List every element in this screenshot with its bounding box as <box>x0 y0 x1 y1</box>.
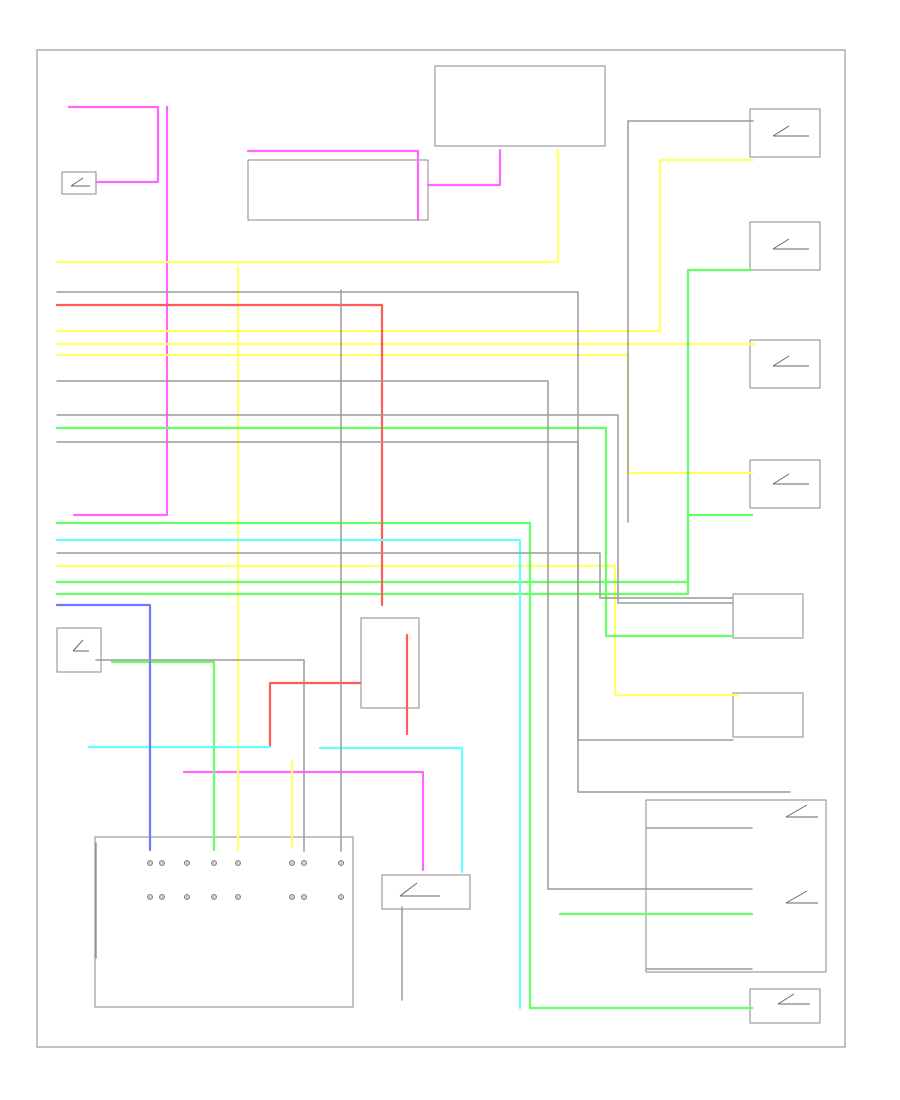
connector-dot-1 <box>147 860 153 866</box>
pink-wire-4 <box>426 148 502 187</box>
sensor-box-1 <box>749 108 821 158</box>
yellow-wire-4 <box>55 353 754 475</box>
gray-wire-6 <box>95 659 305 852</box>
sensor-box-5 <box>732 593 804 639</box>
top-control-module-group <box>56 65 606 1008</box>
connector-dot-12 <box>211 894 217 900</box>
switch-symbol-3 <box>772 355 809 367</box>
center-relay-box <box>360 617 420 709</box>
gray-wire-2 <box>56 380 753 890</box>
bottom-center-switch-box <box>381 874 471 910</box>
connector-dot-13 <box>235 894 241 900</box>
sensor-box-6 <box>732 692 804 738</box>
switch-symbol-10 <box>70 177 90 187</box>
connector-dot-8 <box>338 860 344 866</box>
gray-wire-5 <box>56 552 734 599</box>
switch-symbol-8 <box>399 882 440 897</box>
connector-dot-9 <box>147 894 153 900</box>
switch-symbol-9 <box>72 639 89 652</box>
connector-dot-5 <box>235 860 241 866</box>
switch-symbol-7 <box>777 993 810 1005</box>
switch-symbol-2 <box>772 238 809 250</box>
cyan-wire-3 <box>318 746 464 874</box>
green-wire-1 <box>55 426 735 638</box>
green-wire-4 <box>55 513 754 596</box>
red-wire-2 <box>268 681 362 749</box>
green-wire-3 <box>55 268 754 584</box>
center-top-module-box <box>247 159 429 221</box>
right-side-sensors-group <box>645 108 827 1024</box>
connector-dot-4 <box>211 860 217 866</box>
connector-dot-6 <box>289 860 295 866</box>
top-right-control-box <box>434 65 606 147</box>
yellow-wire-1 <box>55 148 560 264</box>
pink-wire-5 <box>182 770 425 872</box>
sensor-box-3 <box>749 339 821 389</box>
diagram-border <box>36 49 846 1048</box>
gray-wire-3 <box>56 414 734 604</box>
wires-group <box>55 105 791 1010</box>
yellow-wire-5 <box>55 564 740 697</box>
pink-wire-1 <box>67 105 160 184</box>
sensor-box-7 <box>749 988 821 1024</box>
switch-symbol-6 <box>785 890 818 904</box>
connector-dot-16 <box>338 894 344 900</box>
gray-wire-4 <box>56 441 734 741</box>
connector-dot-15 <box>301 894 307 900</box>
connector-dot-7 <box>301 860 307 866</box>
connector-dot-14 <box>289 894 295 900</box>
connector-dot-10 <box>159 894 165 900</box>
green-wire-2 <box>55 521 754 1010</box>
left-mid-switch-box <box>56 627 102 673</box>
pink-wire-2 <box>72 105 169 517</box>
pink-wire-3 <box>246 149 420 222</box>
connector-dot-11 <box>184 894 190 900</box>
green-wire-5 <box>110 660 216 852</box>
red-wire-1 <box>55 303 384 607</box>
switch-symbol-1 <box>772 125 809 137</box>
sensor-box-2 <box>749 221 821 271</box>
cyan-wire-1 <box>55 538 522 1010</box>
yellow-wire-2 <box>55 158 755 333</box>
connector-dot-3 <box>184 860 190 866</box>
connector-dots-group <box>147 860 344 900</box>
switch-symbol-5 <box>785 804 818 818</box>
connector-dot-2 <box>159 860 165 866</box>
lower-right-group-box <box>645 799 827 973</box>
left-top-switch-box <box>61 171 97 195</box>
switch-symbol-4 <box>772 473 809 485</box>
switch-symbols-group <box>70 125 818 1005</box>
blue-wire-1 <box>55 603 152 852</box>
bottom-main-connector-box <box>94 836 354 1008</box>
